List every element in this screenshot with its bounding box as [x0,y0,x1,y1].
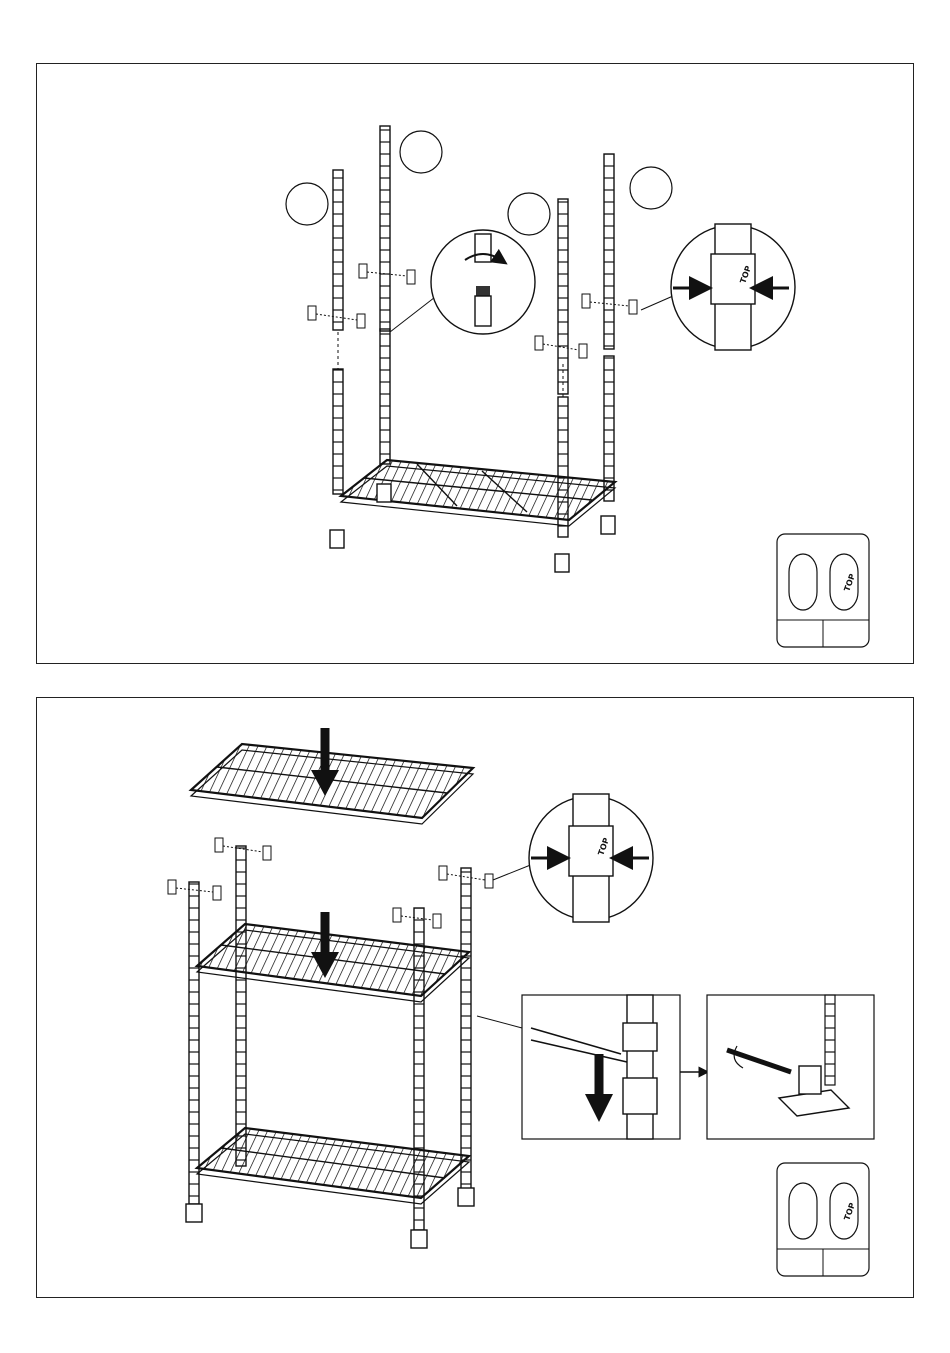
parts-box-step-1: TOP [777,534,869,647]
wire-shelf-top [191,728,473,824]
parts-box-step-2: TOP [777,1163,869,1276]
zoom-clip-detail: TOP [493,794,653,922]
step-2-illustration: TOP TOP [37,698,915,1299]
assembly-step-2-panel: TOP TOP [36,697,914,1298]
assembly-step-1-panel: TOP TOP [36,63,914,664]
zoom-clip-detail: TOP [641,224,795,350]
step-1-illustration: TOP TOP [37,64,915,665]
detail-shelf-slide [477,995,680,1139]
detail-mallet-tap [680,995,874,1139]
wire-shelf-bottom [197,1128,469,1204]
casters [186,1188,474,1248]
plastic-clips [168,838,493,928]
